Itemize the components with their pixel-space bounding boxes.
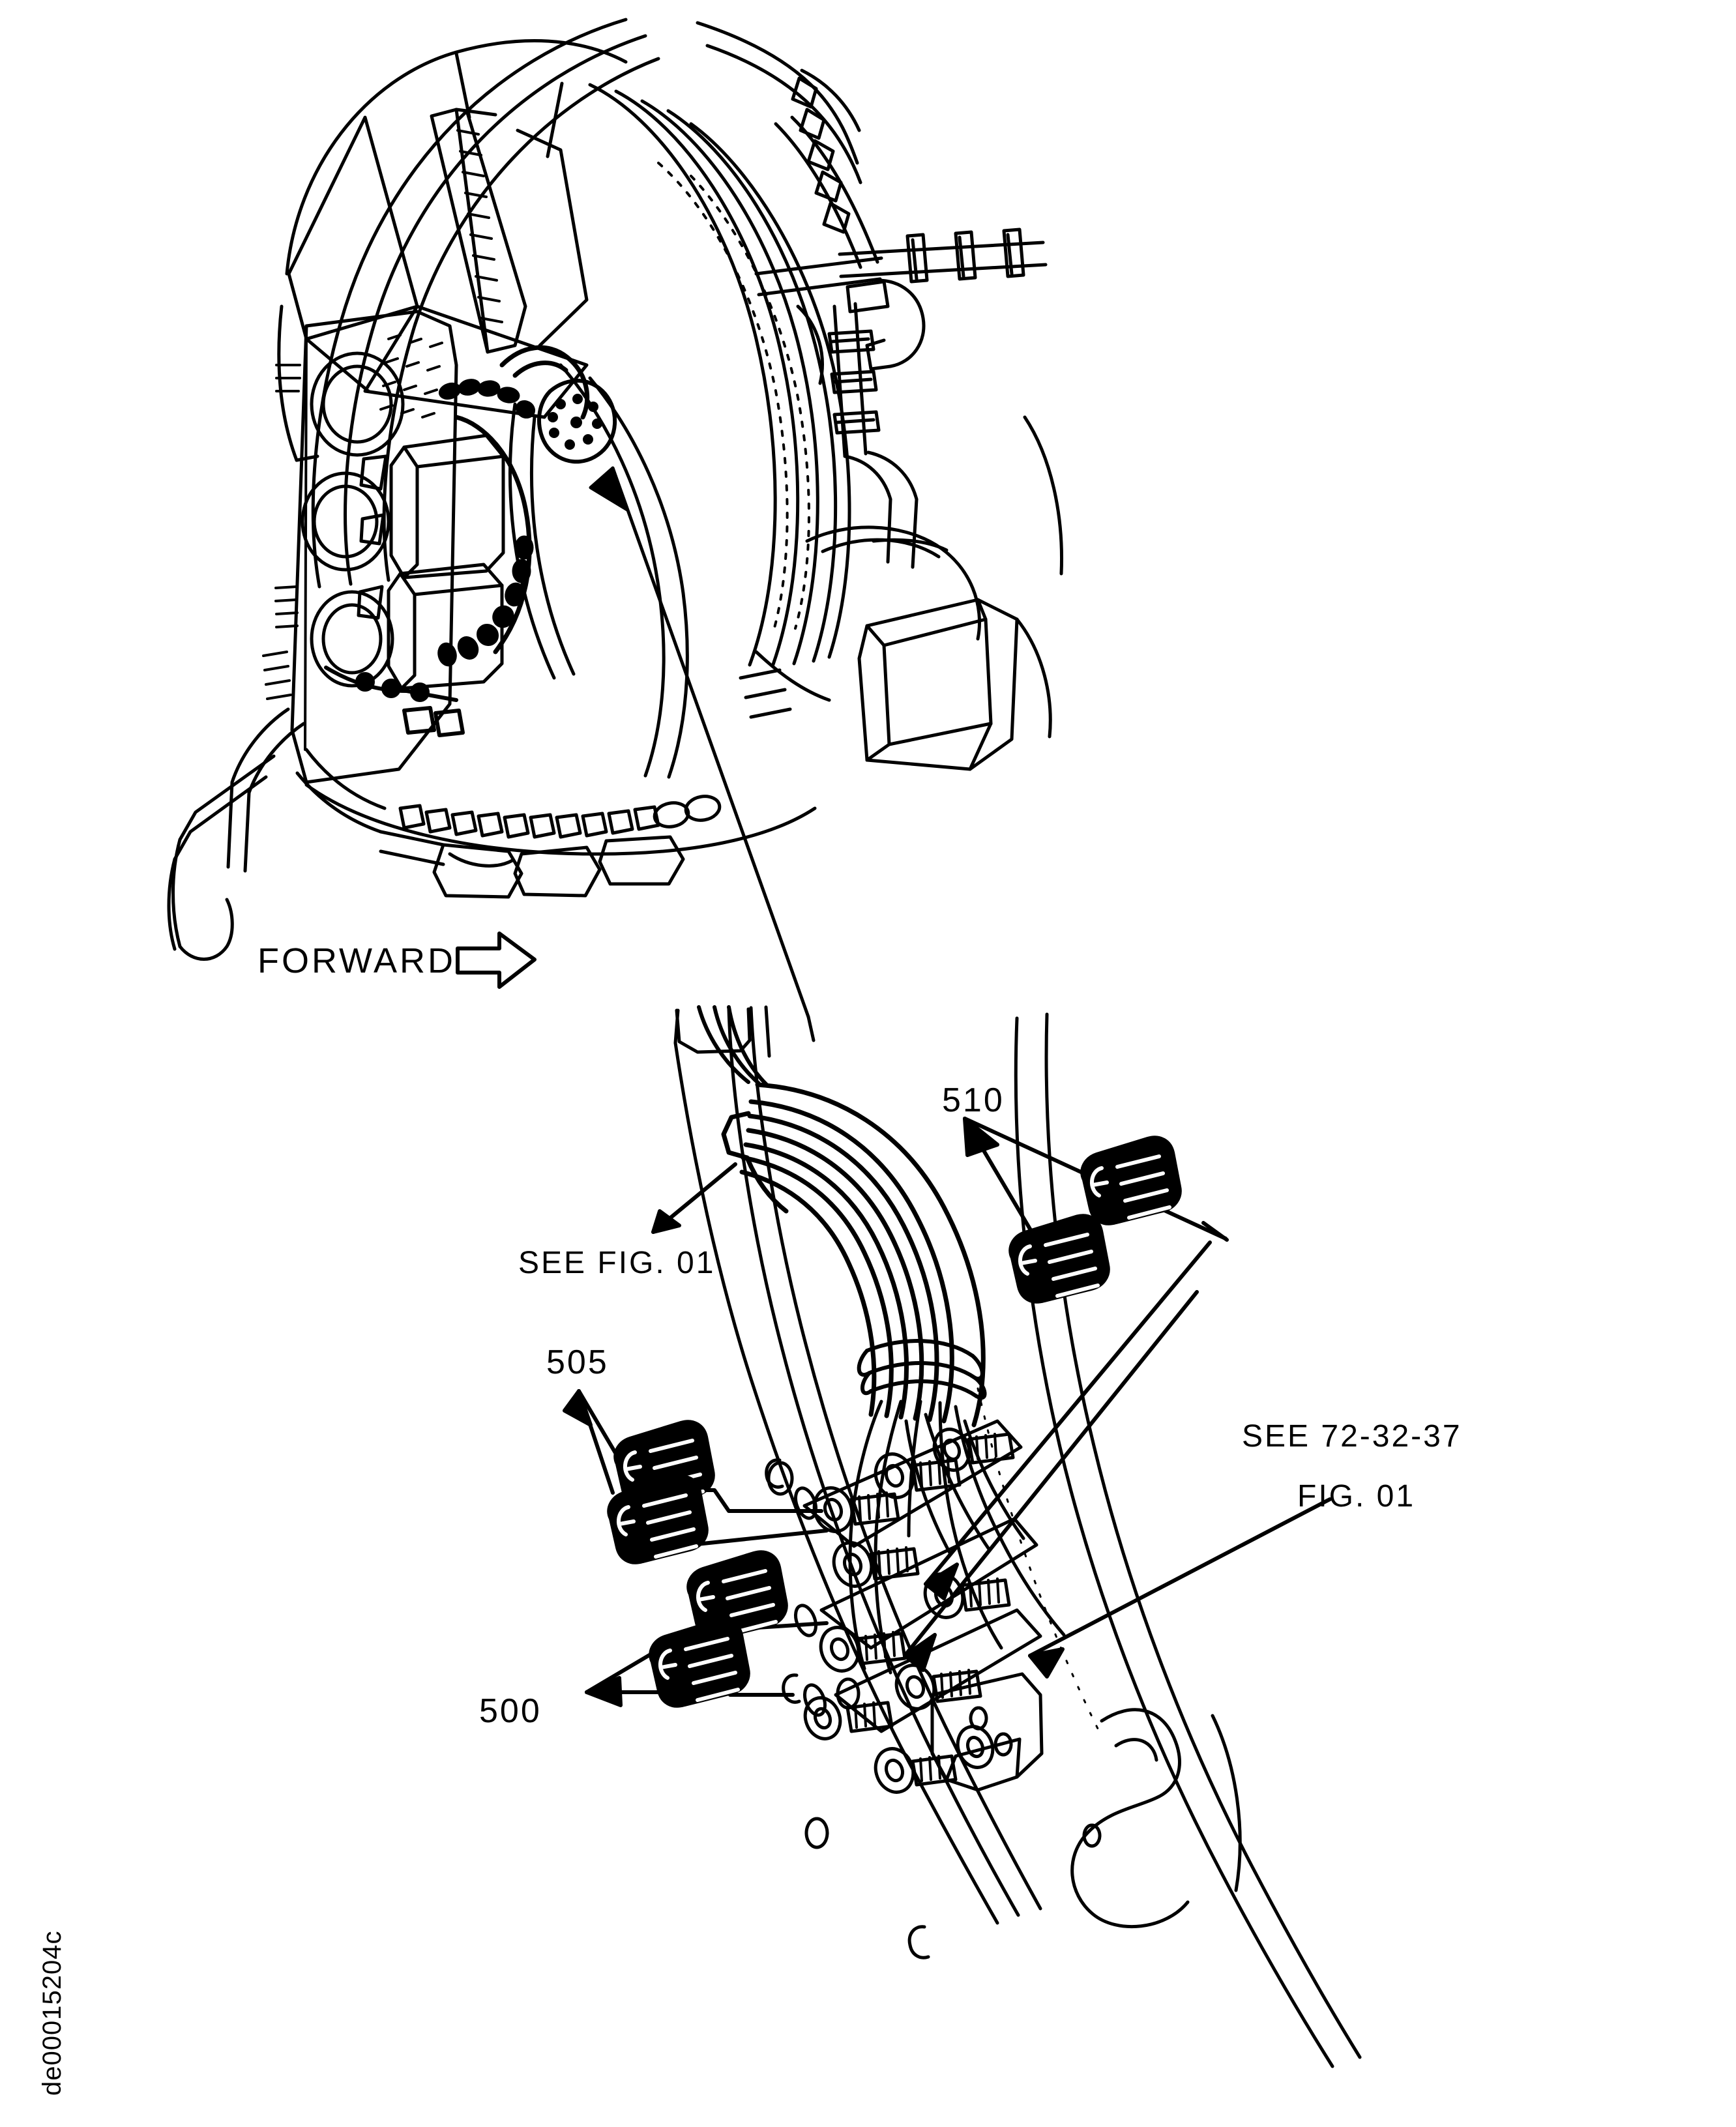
callout-505-label: 505 bbox=[546, 1343, 609, 1381]
harness-top-strands bbox=[697, 1005, 769, 1087]
connector-row-middle bbox=[832, 1541, 1011, 1619]
nacelle-outer-arcs bbox=[311, 18, 862, 589]
panel-clip-marks bbox=[765, 1458, 1102, 1959]
forward-label: FORWARD bbox=[257, 941, 456, 980]
connector-row-upper bbox=[812, 1428, 1015, 1533]
see-fig-01-label: SEE FIG. 01 bbox=[518, 1246, 716, 1280]
accessory-gearbox bbox=[262, 310, 505, 784]
access-panel-cutout bbox=[1070, 1708, 1242, 1929]
forward-arrow-icon bbox=[456, 931, 537, 989]
leader-cap-to-connector bbox=[903, 1240, 1212, 1672]
fan-case-ring bbox=[588, 83, 851, 668]
left-lower-tubing bbox=[226, 707, 306, 873]
see-reference-line1: SEE 72-32-37 bbox=[1242, 1419, 1462, 1454]
pylon-strut bbox=[430, 108, 589, 354]
fan-dome bbox=[277, 38, 628, 462]
lower-tube-bundle bbox=[167, 748, 817, 961]
electrical-connector-target bbox=[537, 379, 617, 464]
cap-505-b bbox=[607, 1474, 709, 1564]
right-tube-runs bbox=[754, 68, 1048, 458]
callout-500-label: 500 bbox=[479, 1692, 542, 1730]
leader-overview-tail bbox=[806, 1015, 816, 1042]
washers bbox=[767, 1461, 861, 1849]
callout-510-label: 510 bbox=[942, 1081, 1005, 1119]
left-mid-plumbing bbox=[324, 666, 465, 737]
figure-id-label: de00015204c bbox=[38, 1930, 66, 2096]
leader-see-fig-01 bbox=[651, 1162, 737, 1234]
lower-right-components bbox=[739, 415, 1063, 771]
see-reference-line2: FIG. 01 bbox=[1297, 1479, 1416, 1514]
harness-beads bbox=[437, 379, 536, 667]
connector-row-lower bbox=[803, 1626, 982, 1740]
cap-510-b bbox=[1008, 1214, 1110, 1304]
harness-clamp-rings bbox=[857, 1339, 987, 1400]
leader-see-72-32-37 bbox=[1028, 1497, 1332, 1679]
cap-500-b bbox=[649, 1618, 750, 1708]
leader-overview-to-detail bbox=[589, 466, 810, 1019]
connector-bottom-group bbox=[874, 1672, 1044, 1794]
harness-loop bbox=[454, 345, 590, 654]
cap-510-a bbox=[1080, 1136, 1182, 1225]
engine-core-wall bbox=[508, 363, 689, 779]
